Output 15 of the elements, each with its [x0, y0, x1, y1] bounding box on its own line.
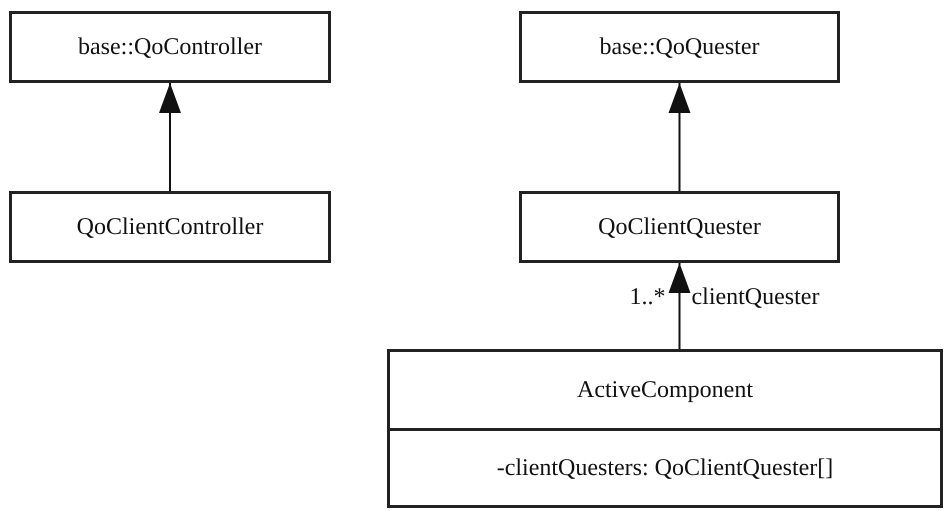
inheritance-arrow	[668, 263, 690, 349]
class-box	[9, 191, 331, 263]
class-box	[387, 349, 943, 508]
inheritance-arrow	[668, 83, 690, 191]
class-name: ActiveComponent	[577, 376, 753, 404]
class-attribute: -clientQuesters: QoClientQuester[]	[496, 454, 834, 482]
class-name: base::QoQuester	[600, 34, 760, 60]
class-box	[519, 191, 840, 263]
class-name: QoClientController	[76, 214, 264, 240]
class-box	[519, 11, 840, 83]
inheritance-arrow	[159, 83, 181, 191]
class-name: base::QoController	[78, 34, 262, 60]
role-label: clientQuester	[692, 285, 820, 309]
class-name: QoClientQuester	[598, 214, 761, 240]
class-box	[9, 11, 331, 83]
